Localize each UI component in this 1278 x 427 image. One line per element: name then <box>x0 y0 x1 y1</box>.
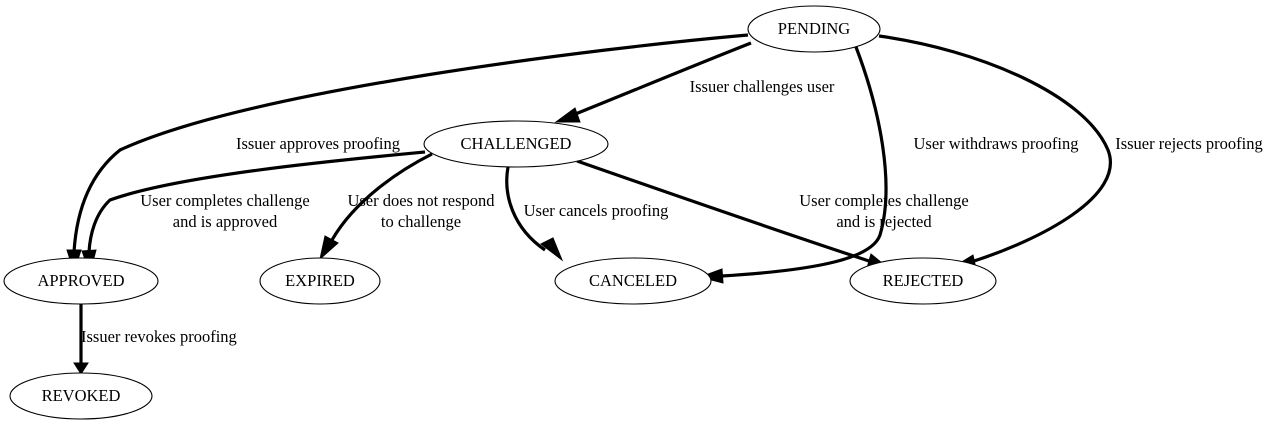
arrowhead-icon <box>540 237 564 262</box>
edge-challenged-to-expired: User does not respond to challenge <box>319 152 495 261</box>
edge-label: Issuer revokes proofing <box>81 327 237 346</box>
edge-label: Issuer approves proofing <box>236 134 400 153</box>
edge-label-line-2: and is rejected <box>836 212 932 231</box>
node-label: APPROVED <box>37 271 124 290</box>
edge-challenged-to-canceled: User cancels proofing <box>505 166 669 262</box>
edge-label-line-1: User completes challenge <box>140 191 310 210</box>
edge-pending-to-challenged: Issuer challenges user <box>554 41 835 123</box>
edge-label-line-2: and is approved <box>173 212 278 231</box>
arrowhead-icon <box>319 235 339 261</box>
edge-challenged-to-approved: User completes challenge and is approved <box>81 150 426 275</box>
edge-path <box>878 34 1112 264</box>
node-revoked[interactable]: REVOKED <box>9 372 153 420</box>
edge-path <box>572 41 752 117</box>
node-label: CANCELED <box>589 271 677 290</box>
node-label: CHALLENGED <box>461 134 572 153</box>
edge-approved-to-revoked: Issuer revokes proofing <box>73 304 237 375</box>
node-shape[interactable] <box>423 120 609 168</box>
node-challenged[interactable]: CHALLENGED <box>423 120 609 168</box>
edge-path <box>505 166 546 252</box>
node-shape[interactable] <box>3 257 159 305</box>
edge-path <box>721 46 888 278</box>
node-shape[interactable] <box>747 5 881 53</box>
node-shape[interactable] <box>554 257 712 305</box>
edge-label: User withdraws proofing <box>914 134 1079 153</box>
node-pending[interactable]: PENDING <box>747 5 881 53</box>
node-label: REJECTED <box>883 271 964 290</box>
node-rejected[interactable]: REJECTED <box>849 257 997 305</box>
node-shape[interactable] <box>9 372 153 420</box>
edge-pending-to-canceled: User withdraws proofing <box>698 46 1079 284</box>
edge-path <box>72 33 749 253</box>
edge-path <box>87 150 426 253</box>
node-canceled[interactable]: CANCELED <box>554 257 712 305</box>
edge-label: Issuer challenges user <box>690 77 835 96</box>
node-label: EXPIRED <box>285 271 355 290</box>
node-shape[interactable] <box>849 257 997 305</box>
edge-path <box>576 159 870 263</box>
arrowhead-icon <box>698 268 724 284</box>
node-label: PENDING <box>778 19 850 38</box>
arrowhead-icon <box>73 362 89 375</box>
node-shape[interactable] <box>259 257 381 305</box>
node-approved[interactable]: APPROVED <box>3 257 159 305</box>
edge-label: User cancels proofing <box>524 201 669 220</box>
node-label: REVOKED <box>42 386 121 405</box>
node-expired[interactable]: EXPIRED <box>259 257 381 305</box>
edge-label: Issuer rejects proofing <box>1115 134 1263 153</box>
edge-label-line-2: to challenge <box>381 212 461 231</box>
edge-label-line-1: User does not respond <box>347 191 495 210</box>
arrowhead-icon <box>554 107 581 123</box>
edge-path <box>330 152 433 241</box>
edge-label-line-1: User completes challenge <box>799 191 969 210</box>
